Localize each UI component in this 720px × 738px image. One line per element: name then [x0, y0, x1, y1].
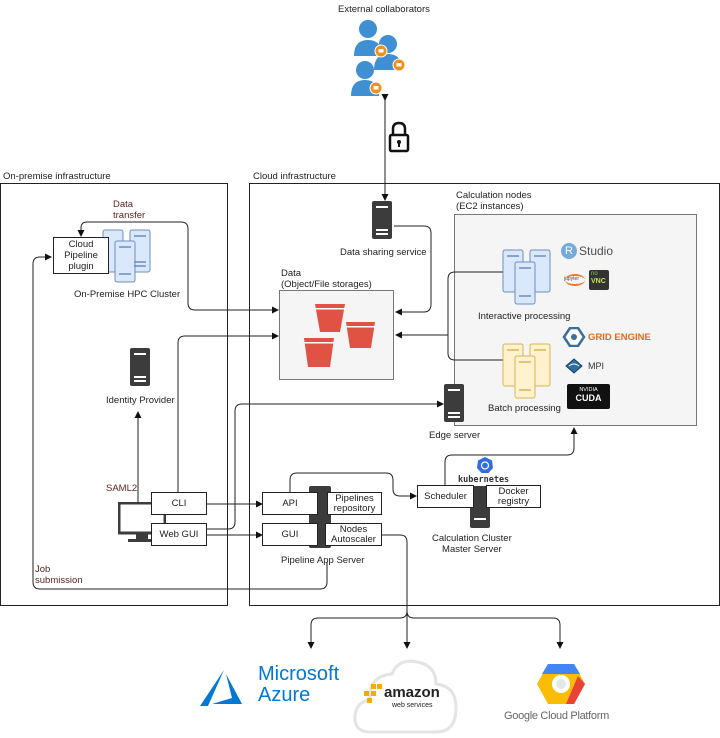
cloud-pipeline-plugin-box[interactable]: Cloud Pipeline plugin — [53, 237, 109, 274]
cloud-outline-icon — [353, 659, 458, 734]
grid-engine-logo: GRID ENGINE — [562, 327, 651, 347]
novnc-logo: no VNC — [589, 270, 609, 290]
kubernetes-icon — [477, 457, 493, 473]
data-storage-label: Data (Object/File storages) — [281, 268, 372, 290]
identity-provider-server-icon — [130, 348, 150, 386]
master-server-label: Calculation Cluster Master Server — [432, 533, 512, 555]
edge-server-icon — [444, 384, 464, 422]
rstudio-logo: R Studio — [561, 243, 613, 259]
kubernetes-label: kubernetes — [458, 475, 510, 485]
jupyter-logo: jupyter — [563, 270, 587, 290]
batch-nodes-icon — [502, 343, 551, 399]
saml2-label: SAML2 — [106, 483, 138, 494]
edge-server-label: Edge server — [429, 430, 481, 441]
master-server-icon — [470, 486, 490, 528]
identity-provider-label: Identity Provider — [106, 395, 175, 406]
on-premise-title: On-premise infrastructure — [3, 171, 111, 182]
pipelines-repository-box[interactable]: Pipelines repository — [327, 492, 382, 515]
docker-registry-box[interactable]: Docker registry — [486, 485, 541, 508]
interactive-processing-label: Interactive processing — [478, 311, 571, 322]
gcp-logo[interactable]: Google Cloud Platform — [500, 660, 622, 728]
cloud-title: Cloud infrastructure — [253, 171, 336, 182]
lock-icon — [388, 121, 410, 153]
data-sharing-label: Data sharing service — [340, 247, 427, 258]
data-sharing-server-icon — [372, 201, 392, 239]
nvidia-cuda-logo: NVIDIA CUDA — [567, 384, 610, 409]
hpc-cluster-icon — [102, 229, 151, 283]
aws-logo[interactable]: amazon web services — [352, 654, 460, 738]
app-server-label: Pipeline App Server — [281, 555, 365, 566]
interactive-nodes-icon — [502, 249, 551, 305]
grid-engine-icon — [562, 327, 586, 347]
storage-buckets-icon — [304, 304, 375, 367]
external-collaborators-label: External collaborators — [338, 4, 430, 15]
workstation-monitor-icon — [118, 502, 166, 542]
batch-processing-label: Batch processing — [488, 403, 561, 414]
data-transfer-label: Data transfer — [113, 199, 146, 221]
mpi-logo: MPI — [565, 358, 604, 374]
nodes-autoscaler-box[interactable]: Nodes Autoscaler — [325, 523, 382, 546]
calc-nodes-label: Calculation nodes (EC2 instances) — [456, 190, 532, 212]
api-box[interactable]: API — [262, 492, 318, 515]
rstudio-text: Studio — [579, 244, 614, 258]
aws-cubes-icon — [364, 684, 382, 703]
job-submission-label: Job submission — [35, 564, 83, 586]
hpc-cluster-label: On-Premise HPC Cluster — [74, 289, 181, 300]
cli-box[interactable]: CLI — [151, 492, 207, 515]
users-with-monitor-icon — [351, 20, 406, 96]
gui-box[interactable]: GUI — [262, 523, 318, 546]
azure-logo[interactable]: Microsoft Azure — [200, 662, 350, 708]
web-gui-box[interactable]: Web GUI — [151, 523, 207, 546]
scheduler-box[interactable]: Scheduler — [417, 485, 474, 508]
rstudio-r-icon: R — [561, 243, 577, 259]
mpi-icon — [565, 358, 583, 374]
gcp-hexagon-icon — [537, 664, 585, 704]
azure-icon — [200, 670, 242, 706]
